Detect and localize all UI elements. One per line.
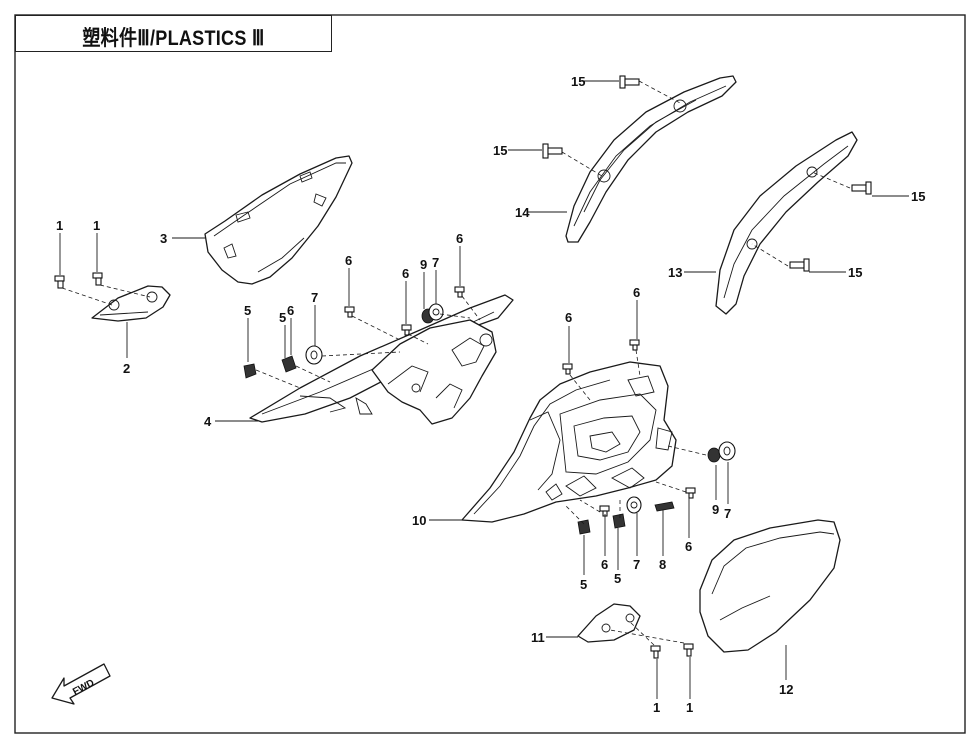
callout-12: 12	[779, 682, 793, 697]
callout-15: 15	[571, 74, 585, 89]
callout-1: 1	[56, 218, 63, 233]
screw-6c-icon	[454, 286, 465, 298]
screw-6e-icon	[629, 339, 640, 351]
callout-6: 6	[565, 310, 572, 325]
pad-8-icon	[654, 501, 675, 512]
screw-6b-icon	[401, 324, 412, 336]
callout-7: 7	[432, 255, 439, 270]
callout-1: 1	[686, 700, 693, 715]
callout-9: 9	[420, 257, 427, 272]
screw-6g-icon	[599, 505, 610, 517]
part-10-right-side-panel	[461, 361, 677, 523]
callout-7: 7	[311, 290, 318, 305]
screw-15b-icon	[542, 143, 563, 159]
callout-6: 6	[633, 285, 640, 300]
grommet-7d-icon	[626, 496, 642, 514]
screw-6f-icon	[685, 487, 696, 499]
screw-15d-icon	[789, 258, 810, 272]
clip-5b-icon	[281, 355, 297, 373]
callout-7: 7	[633, 557, 640, 572]
part-12-large-cover	[699, 519, 841, 653]
callout-15: 15	[493, 143, 507, 158]
clip-5c-icon	[577, 519, 591, 535]
part-11-small-trim	[577, 603, 641, 643]
callout-6: 6	[456, 231, 463, 246]
callout-1: 1	[653, 700, 660, 715]
callout-6: 6	[685, 539, 692, 554]
callout-14: 14	[515, 205, 530, 220]
callout-leaders	[59, 80, 909, 699]
callout-10: 10	[412, 513, 426, 528]
callout-5: 5	[614, 571, 621, 586]
screw-6a-icon	[344, 306, 355, 318]
hardware-items	[54, 75, 872, 659]
screw-15c-icon	[851, 181, 872, 195]
clip-5d-icon	[612, 513, 626, 529]
screw-6d-icon	[562, 363, 573, 375]
grommet-9b-icon	[707, 447, 721, 463]
grommet-7c-icon	[718, 441, 736, 461]
grommet-7b-icon	[428, 303, 444, 321]
callout-3: 3	[160, 231, 167, 246]
part-3-upper-cover	[204, 155, 353, 285]
callout-13: 13	[668, 265, 682, 280]
part-4-left-side-panel	[249, 294, 514, 425]
diagram-border	[14, 14, 966, 734]
callout-6: 6	[287, 303, 294, 318]
screw-1d-icon	[683, 643, 694, 657]
part-14-curved-bar	[565, 75, 737, 243]
callout-15: 15	[848, 265, 862, 280]
callout-5: 5	[580, 577, 587, 592]
clip-5a-icon	[243, 363, 257, 379]
callout-8: 8	[659, 557, 666, 572]
title-box: 塑料件Ⅲ/PLASTICS Ⅲ	[15, 15, 332, 52]
screw-1b-icon	[92, 272, 103, 286]
callout-6: 6	[402, 266, 409, 281]
callout-4: 4	[204, 414, 212, 429]
callout-9: 9	[712, 502, 719, 517]
callout-labels: 1 1 2 3 4 5 5 6 7 6 6 9 7 6 15 15 14 15 …	[56, 74, 925, 715]
callout-2: 2	[123, 361, 130, 376]
callout-7: 7	[724, 506, 731, 521]
grommet-7a-icon	[305, 345, 323, 365]
part-13-curved-trim	[715, 131, 858, 315]
page-title: 塑料件Ⅲ/PLASTICS Ⅲ	[82, 27, 265, 50]
screw-1c-icon	[650, 645, 661, 659]
callout-11: 11	[531, 630, 545, 645]
callout-6: 6	[601, 557, 608, 572]
callout-1: 1	[93, 218, 100, 233]
callout-5: 5	[279, 310, 286, 325]
screw-1a-icon	[54, 275, 65, 289]
callout-5: 5	[244, 303, 251, 318]
part-2-small-trim	[91, 285, 171, 322]
screw-15a-icon	[619, 75, 640, 89]
fwd-direction-arrow: FWD	[51, 663, 111, 705]
callout-6: 6	[345, 253, 352, 268]
callout-15: 15	[911, 189, 925, 204]
assembly-lines	[61, 80, 851, 646]
